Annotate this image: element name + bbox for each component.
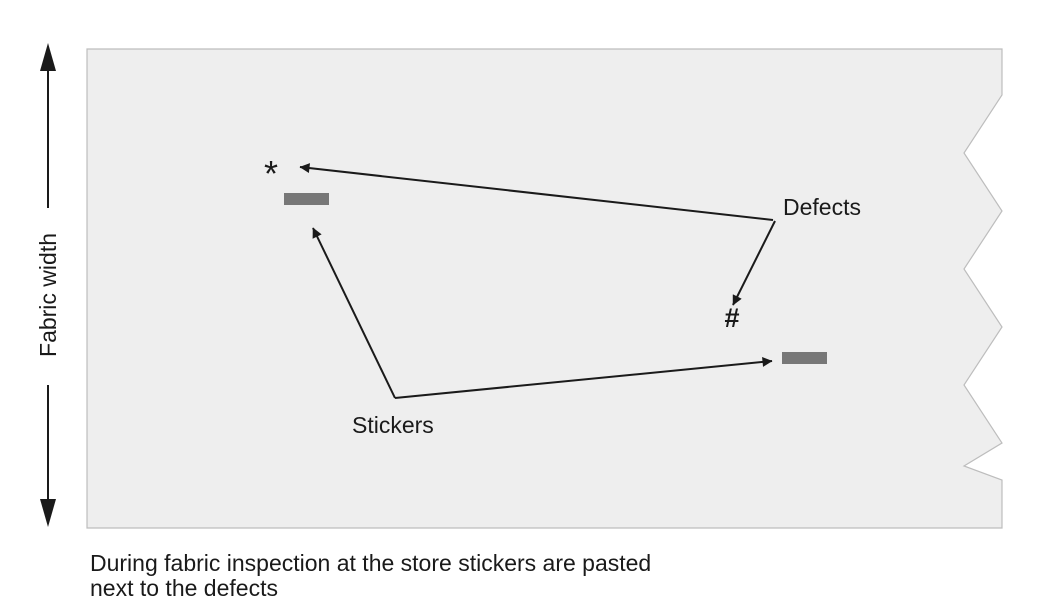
- defect-hash-mark: #: [724, 303, 739, 333]
- fabric-width-arrow: [40, 43, 56, 527]
- caption-line-1: During fabric inspection at the store st…: [90, 550, 652, 576]
- sticker-left: [284, 193, 329, 205]
- caption: During fabric inspection at the store st…: [90, 551, 651, 601]
- defects-arrow-to-star: [299, 163, 774, 221]
- arrowhead-up-icon: [40, 43, 56, 71]
- defects-arrow-to-hash: [732, 220, 776, 306]
- fabric-width-label: Fabric width: [35, 233, 61, 357]
- stickers-arrow-to-right-sticker: [394, 356, 773, 399]
- arrowhead-down-icon: [40, 499, 56, 527]
- fabric-sheet: [86, 48, 1003, 529]
- defect-star-mark: *: [264, 153, 278, 194]
- sticker-right: [782, 352, 827, 364]
- stickers-arrow-to-left-sticker: [312, 227, 396, 399]
- defects-label: Defects: [783, 194, 861, 220]
- stickers-label: Stickers: [352, 412, 434, 438]
- caption-line-2: next to the defects: [90, 575, 278, 601]
